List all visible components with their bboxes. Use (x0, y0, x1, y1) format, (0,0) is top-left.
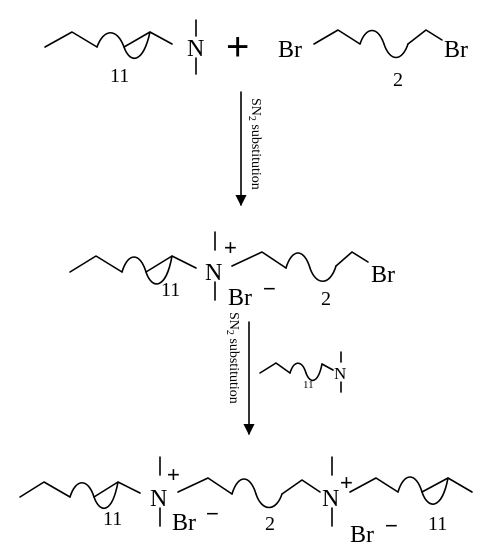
repeat-bracket-left (359, 29, 385, 45)
intermediate-bromide-anion: Br (228, 285, 252, 311)
repeat-bracket-right (383, 43, 409, 59)
tertiary-amine-reactant: N 11 (44, 19, 204, 87)
repeat-bracket-right (309, 265, 337, 283)
repeat-bracket-right (145, 255, 173, 285)
intermediate-nitrogen: N (205, 260, 222, 286)
reaction-step-1: SN2 substitution (235, 91, 263, 207)
dibromoalkane-reactant: Br Br 2 (278, 29, 468, 91)
reagent-tertiary-amine: N 11 (259, 351, 346, 393)
product-left-bromide: Br (172, 510, 196, 536)
intermediate-cation-charge: + (224, 235, 237, 260)
amine-chain-repeat-count: 11 (110, 65, 129, 87)
repeat-bracket-right (255, 493, 283, 509)
product-left-nitrogen: N (150, 486, 167, 512)
step-2-condition: SN2 substitution (224, 312, 241, 404)
reaction-plus-sign: + (226, 25, 249, 69)
repeat-bracket-right (421, 477, 449, 505)
product-left-cation-charge: + (167, 462, 180, 487)
repeat-bracket-right (123, 31, 151, 59)
repeat-bracket-left (397, 476, 423, 493)
intermediate-amine-repeat-count: 11 (161, 279, 180, 301)
repeat-bracket-right (93, 481, 119, 509)
product-right-anion-charge: − (385, 513, 398, 538)
repeat-bracket-right (305, 363, 323, 382)
product-left-repeat-count: 11 (103, 508, 122, 530)
dibromide-bromine-right: Br (444, 37, 468, 63)
reagent-nitrogen: N (334, 364, 346, 383)
product-right-nitrogen: N (322, 486, 339, 512)
step-1-condition: SN2 substitution (246, 98, 263, 190)
repeat-bracket-left (121, 256, 147, 273)
amine-nitrogen: N (187, 36, 204, 62)
gemini-surfactant-product: 11 N + Br − 2 N + Br − 11 (19, 456, 473, 548)
intermediate-terminal-bromine: Br (371, 262, 395, 288)
repeat-bracket-left (285, 252, 311, 269)
repeat-bracket-left (231, 478, 257, 495)
dibromide-chain-repeat-count: 2 (393, 69, 403, 91)
product-right-repeat-count: 11 (428, 513, 447, 535)
intermediate-anion-charge: − (263, 276, 276, 301)
dibromide-bromine-left: Br (278, 37, 302, 63)
repeat-bracket-left (289, 362, 307, 374)
intermediate-linker-repeat-count: 2 (321, 288, 331, 310)
product-left-anion-charge: − (206, 501, 219, 526)
repeat-bracket-left (96, 31, 125, 48)
product-spacer-repeat-count: 2 (265, 513, 275, 535)
reaction-step-2: SN2 substitution (224, 312, 255, 436)
repeat-bracket-left (69, 481, 95, 498)
ammonium-bromide-intermediate: N + Br − Br 11 2 (69, 231, 395, 311)
product-right-cation-charge: + (340, 470, 353, 495)
product-right-bromide: Br (350, 522, 374, 548)
reagent-chain-repeat-count: 11 (303, 379, 314, 391)
